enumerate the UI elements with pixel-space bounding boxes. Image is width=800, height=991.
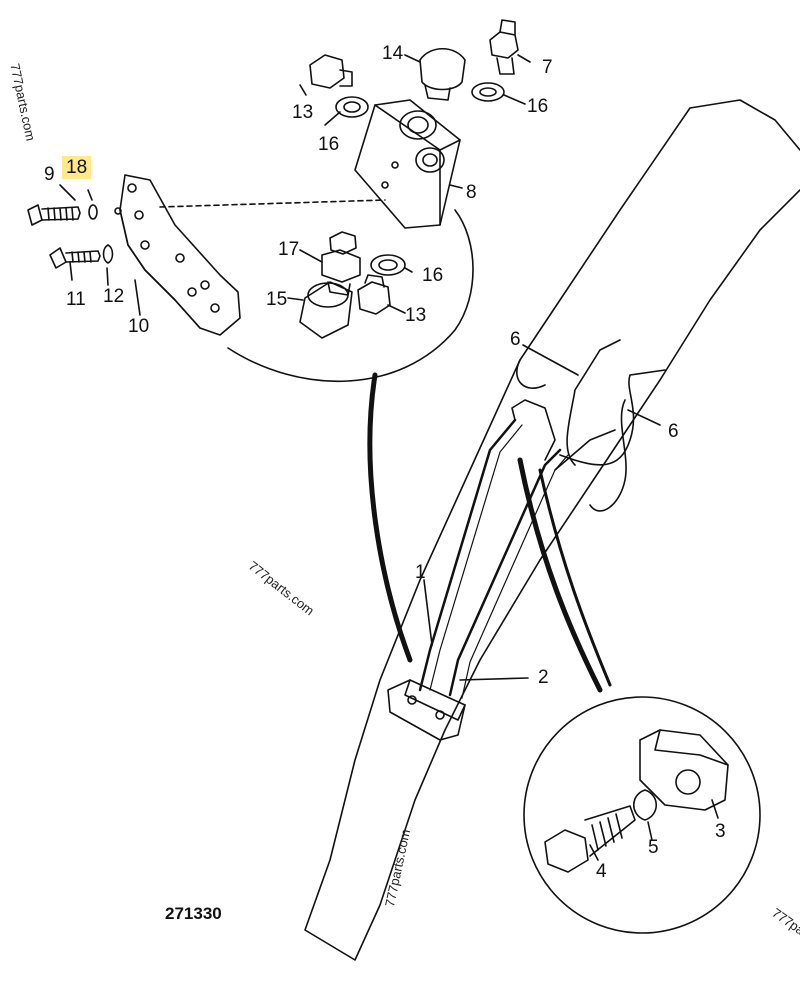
callout-7: 7: [542, 57, 553, 78]
callout-16c: 16: [422, 265, 444, 286]
callout-13a: 13: [292, 102, 314, 123]
boom-arm: [304, 99, 800, 961]
callout-17: 17: [278, 239, 300, 260]
valve-block: [354, 99, 461, 229]
callout-15: 15: [266, 289, 288, 310]
clamp-block: [639, 729, 729, 811]
callout-11: 11: [66, 289, 86, 310]
detail-circle-bottom: [523, 696, 761, 934]
drawing-number: 271330: [165, 904, 222, 923]
hose-6b: [559, 369, 666, 466]
callout-8: 8: [466, 182, 477, 203]
callout-2: 2: [538, 667, 549, 688]
callout-3: 3: [715, 821, 726, 842]
callout-13b: 13: [405, 305, 427, 326]
hose-6a: [554, 429, 616, 471]
callout-16b: 16: [527, 96, 549, 117]
callout-10: 10: [128, 316, 150, 337]
callout-6a: 6: [510, 329, 521, 350]
callout-4: 4: [596, 861, 607, 882]
callout-1: 1: [415, 562, 426, 583]
callout-9: 9: [44, 164, 55, 185]
callout-5: 5: [648, 837, 659, 858]
hose-1: [418, 418, 517, 692]
callout-14: 14: [382, 43, 404, 64]
mounting-plate: [119, 174, 241, 336]
callout-18-highlighted[interactable]: 18: [62, 156, 92, 179]
callout-16a: 16: [318, 134, 340, 155]
detail-circle-top: [227, 209, 474, 383]
hose-2: [448, 448, 562, 697]
callout-6b: 6: [668, 421, 679, 442]
callout-12: 12: [103, 286, 125, 307]
